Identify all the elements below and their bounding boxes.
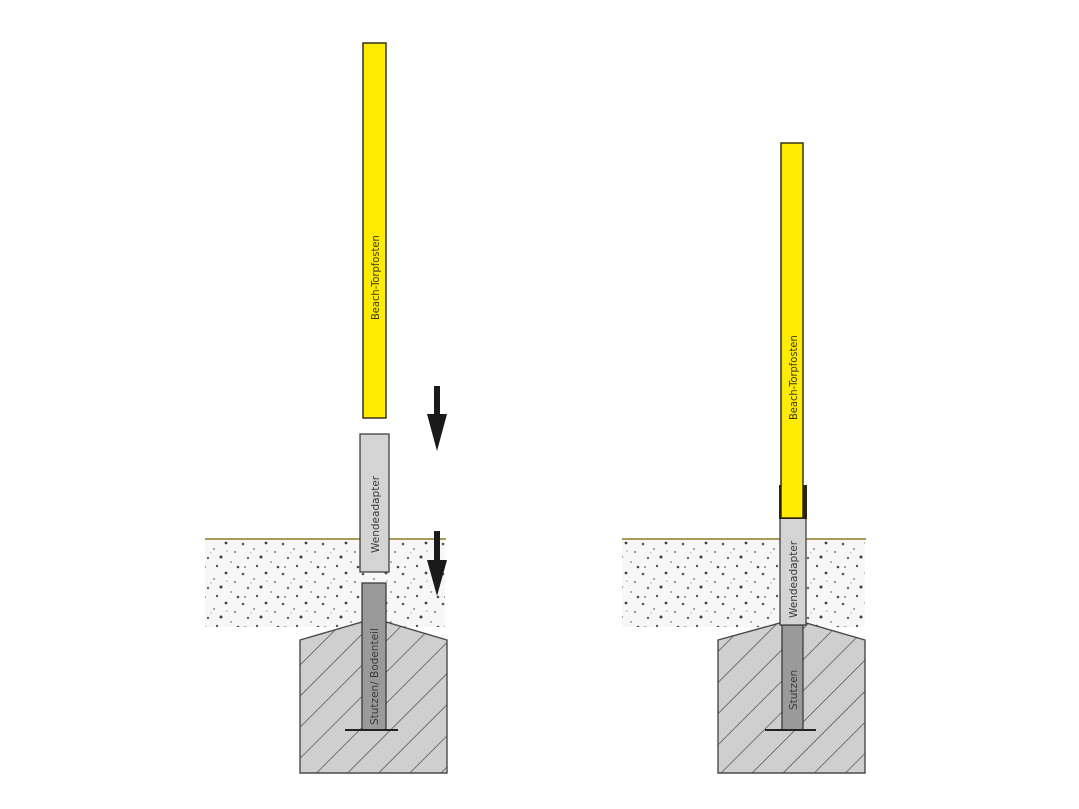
socket-label: Stutzen bbox=[788, 670, 800, 710]
beach-goal-post bbox=[780, 142, 804, 519]
soil-layer bbox=[622, 540, 865, 627]
beach-goal-post bbox=[362, 42, 387, 419]
socket-label: Stutzen/ Bodenteil bbox=[369, 628, 381, 725]
panel-before: Stutzen/ Bodenteil Wendeadapter Beach-To… bbox=[205, 42, 448, 774]
soil-layer bbox=[205, 540, 445, 627]
post-label: Beach-Torpfosten bbox=[787, 335, 800, 420]
panel-after: Stutzen Wendeadapter Beach-Torpfosten bbox=[622, 142, 866, 774]
adapter-label: Wendeadapter bbox=[788, 540, 800, 618]
adapter-label: Wendeadapter bbox=[370, 475, 382, 553]
post-label: Beach-Torpfosten bbox=[369, 235, 382, 320]
down-arrow-icon bbox=[427, 531, 447, 596]
down-arrow-icon bbox=[427, 386, 447, 451]
socket-stutzen bbox=[361, 582, 387, 731]
wendeadapter bbox=[359, 433, 390, 573]
